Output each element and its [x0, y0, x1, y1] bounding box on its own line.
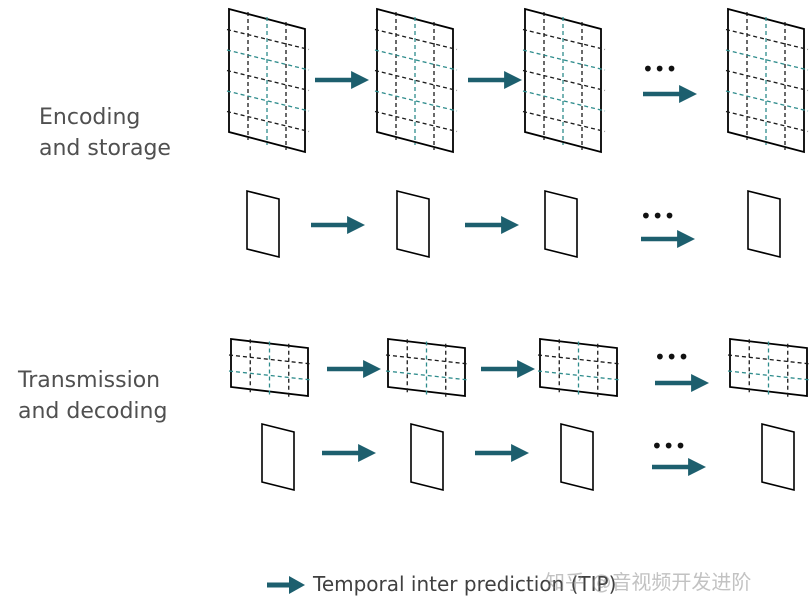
- encoding-label-line1: Encoding: [39, 105, 141, 130]
- ellipsis-dots: •••: [651, 434, 686, 458]
- plain-frame: [261, 422, 295, 492]
- grid-row-line: [226, 28, 310, 51]
- grid-row-line: [385, 354, 470, 365]
- grid-row-line: [374, 90, 458, 112]
- grid-row-line: [522, 49, 606, 71]
- grid-row-line: [522, 90, 606, 112]
- grid-frame-large: [374, 7, 458, 154]
- plain-frame: [410, 422, 444, 492]
- transmission-label-line2: and decoding: [18, 399, 168, 424]
- grid-row-line: [537, 354, 622, 365]
- grid-frame-wide: [537, 337, 622, 398]
- grid-row-line: [226, 110, 310, 133]
- plain-frame: [246, 189, 280, 259]
- legend-label: Temporal inter prediction (TIP): [313, 572, 617, 596]
- grid-row-line: [522, 69, 606, 92]
- grid-frame-large: [725, 7, 809, 154]
- ellipsis-dots: •••: [642, 57, 677, 81]
- grid-row-line: [522, 28, 606, 51]
- plain-frame: [560, 422, 594, 492]
- ellipsis-dots: •••: [654, 345, 689, 369]
- legend-arrow-icon: [267, 576, 305, 594]
- grid-frame-wide: [727, 337, 809, 398]
- grid-row-line: [522, 110, 606, 133]
- encoding-label-line2: and storage: [39, 136, 171, 161]
- grid-row-line: [725, 110, 809, 133]
- transmission-decoding-label: Transmission and decoding: [18, 365, 167, 427]
- grid-row-line: [374, 28, 458, 51]
- grid-frame-wide: [228, 337, 313, 398]
- grid-row-line: [374, 49, 458, 71]
- grid-row-line: [537, 370, 622, 381]
- grid-row-line: [374, 110, 458, 133]
- grid-row-line: [385, 370, 470, 381]
- grid-row-line: [228, 354, 313, 365]
- transmission-label-line1: Transmission: [18, 368, 161, 393]
- grid-frame-large: [226, 7, 310, 154]
- grid-row-line: [228, 370, 313, 381]
- grid-row-line: [725, 49, 809, 71]
- grid-row-line: [725, 69, 809, 92]
- plain-frame: [544, 189, 578, 259]
- grid-row-line: [725, 90, 809, 112]
- grid-row-line: [725, 28, 809, 51]
- grid-row-line: [374, 69, 458, 92]
- grid-frame-wide: [385, 337, 470, 398]
- grid-row-line: [226, 90, 310, 112]
- ellipsis-dots: •••: [640, 204, 675, 228]
- grid-row-line: [226, 69, 310, 92]
- plain-frame: [747, 189, 781, 259]
- encoding-storage-label: Encoding and storage: [39, 102, 171, 164]
- plain-frame: [761, 422, 795, 492]
- grid-frame-large: [522, 7, 606, 154]
- grid-row-line: [226, 49, 310, 71]
- plain-frame: [396, 189, 430, 259]
- watermark-text: 知乎 @音视频开发进阶: [545, 570, 752, 594]
